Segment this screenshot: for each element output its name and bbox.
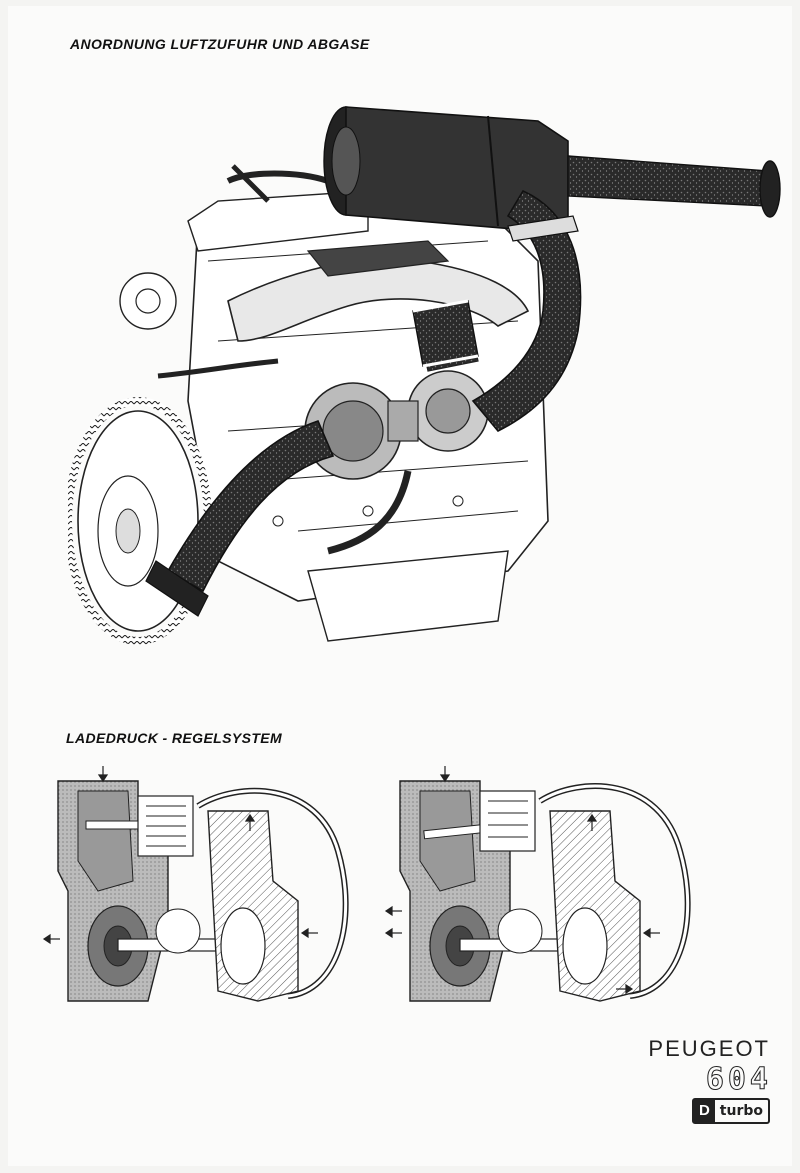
boost-control-diagram-closed	[42, 766, 349, 1002]
document-page: ANORDNUNG LUFTZUFUHR UND ABGASE	[8, 6, 792, 1166]
brand-model: 604	[705, 1062, 772, 1098]
badge-text: turbo	[719, 1103, 763, 1119]
turbo-badge: D turbo	[691, 1098, 770, 1124]
brand-name: PEUGEOT	[648, 1036, 770, 1061]
title-air-supply-exhaust: ANORDNUNG LUFTZUFUHR UND ABGASE	[70, 36, 370, 52]
title-boost-pressure-control: LADEDRUCK - REGELSYSTEM	[66, 730, 283, 746]
boost-control-diagram-open	[384, 766, 691, 1002]
badge-letter: D	[693, 1100, 715, 1122]
engine-illustration	[68, 106, 781, 645]
